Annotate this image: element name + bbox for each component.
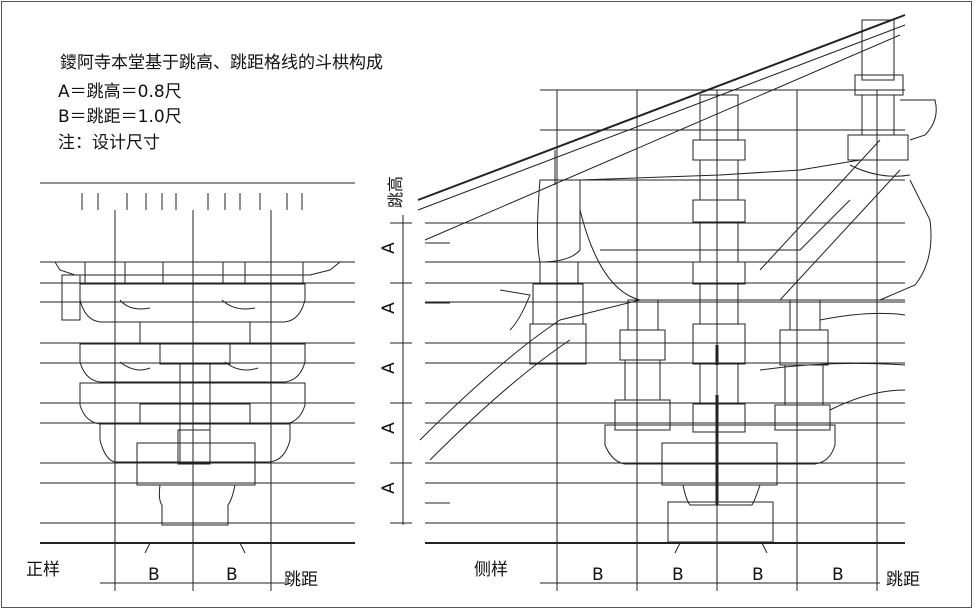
b-front-2: B (226, 565, 238, 585)
note-a: A＝跳高＝0.8尺 (58, 82, 182, 102)
note-b: B＝跳距＝1.0尺 (58, 107, 182, 127)
jump-distance-label-side: 跳距 (886, 570, 920, 590)
jump-distance-label-front: 跳距 (284, 570, 318, 590)
a-mark-3: A (378, 362, 399, 374)
a-mark-4: A (378, 422, 399, 434)
b-side-4: B (832, 565, 844, 585)
figure-title: 鑁阿寺本堂基于跳高、跳距格线的斗栱构成 (60, 53, 383, 73)
b-side-3: B (752, 565, 764, 585)
jump-height-label: 跳高 (386, 175, 406, 209)
a-mark-1: A (378, 242, 399, 254)
a-mark-2: A (378, 302, 399, 314)
note-design: 注：设计尺寸 (58, 133, 160, 153)
side-view-label: 侧样 (474, 560, 508, 580)
b-side-2: B (672, 565, 684, 585)
front-view-label: 正样 (26, 560, 60, 580)
b-front-1: B (148, 565, 160, 585)
b-side-1: B (592, 565, 604, 585)
a-mark-5: A (378, 482, 399, 494)
